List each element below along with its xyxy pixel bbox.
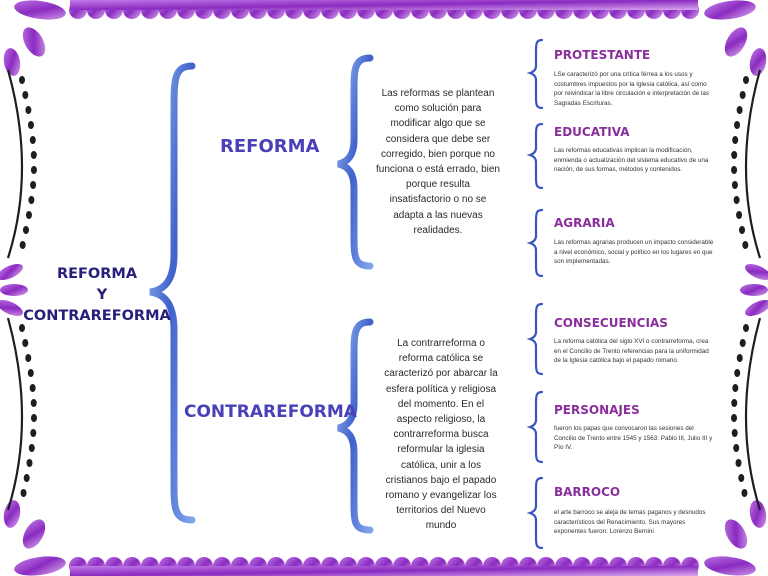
side-border-dots <box>19 76 749 497</box>
side-dot <box>27 369 34 377</box>
side-dot <box>22 91 29 99</box>
side-dot <box>19 76 25 84</box>
side-dot <box>733 196 740 204</box>
subtopic-text-consecuencias: La reforma católica del siglo XVI o cont… <box>554 338 709 365</box>
subtopic-title-agraria: AGRARIA <box>554 216 615 230</box>
subtopic-text-educativa: Las reformas educativas implican la modi… <box>554 147 709 174</box>
side-dot <box>30 151 37 159</box>
side-dot <box>30 181 37 189</box>
side-dot <box>733 444 740 452</box>
side-dot <box>739 91 746 99</box>
side-dot <box>26 459 33 467</box>
subtopic-title-consecuencias: CONSECUENCIAS <box>554 316 668 330</box>
side-dot <box>28 196 35 204</box>
bottom-border <box>69 557 699 576</box>
subtopic-text-agraria: Las reformas agrarias producen un impact… <box>554 239 714 266</box>
side-dot <box>27 121 34 129</box>
top-band <box>70 0 698 10</box>
subtopic-text-protestante: LSe caracterizó por una crítica férrea a… <box>554 71 710 107</box>
subtopic-text-personajes: fueron los papas que convocaron las sesi… <box>554 425 713 452</box>
side-dot <box>20 489 27 497</box>
corner-petals-top-right <box>704 0 767 76</box>
side-dot <box>731 399 738 407</box>
bottom-band <box>70 566 698 576</box>
side-petals-left <box>0 263 28 317</box>
top-border <box>69 0 699 19</box>
side-dot <box>22 226 29 234</box>
side-dot <box>735 459 742 467</box>
main-brace <box>149 62 196 524</box>
side-dot <box>30 429 37 437</box>
branch-description-reforma: Las reformas se plantean como solución p… <box>376 88 500 236</box>
reforma-brace <box>337 54 374 270</box>
subtopic-title-educativa: EDUCATIVA <box>554 125 630 139</box>
subtopic-title-personajes: PERSONAJES <box>554 403 640 417</box>
side-dot <box>731 166 738 174</box>
side-petals-right <box>740 263 768 317</box>
side-dot <box>736 106 743 114</box>
branch-description-contrareforma: La contrarreforma o reforma católica se … <box>384 338 498 532</box>
left-side-border <box>6 69 24 511</box>
contrareforma-brace <box>337 318 374 534</box>
branch-title-contrareforma: CONTRAREFORMA <box>184 402 357 422</box>
side-dot <box>25 106 32 114</box>
side-dot <box>732 384 739 392</box>
side-dot <box>29 136 36 144</box>
side-dot <box>30 166 37 174</box>
side-dot <box>743 324 749 332</box>
side-dot <box>19 324 25 332</box>
side-dot <box>734 121 741 129</box>
side-dot <box>29 384 36 392</box>
corner-petals-bottom-right <box>704 500 767 576</box>
subtopic-title-protestante: PROTESTANTE <box>554 48 651 62</box>
side-dot <box>28 444 35 452</box>
corner-petals-bottom-left <box>3 500 66 576</box>
side-dot <box>731 181 738 189</box>
side-dot <box>23 474 30 482</box>
main-title-line-1: REFORMA <box>56 266 138 282</box>
side-dot <box>738 474 745 482</box>
side-dot <box>736 354 743 362</box>
side-dot <box>739 226 746 234</box>
side-dot <box>30 414 37 422</box>
side-dot <box>25 354 32 362</box>
subtopic-title-barroco: BARROCO <box>554 485 621 499</box>
subtopic-text-barroco: el arte barroco se aleja de temas pagano… <box>554 509 706 536</box>
side-dot <box>731 151 738 159</box>
side-dot <box>22 339 29 347</box>
branch-title-reforma: REFORMA <box>220 136 320 157</box>
side-dot <box>736 211 743 219</box>
side-dot <box>743 76 749 84</box>
side-dot <box>19 241 26 249</box>
side-dot <box>30 399 37 407</box>
side-dot <box>739 339 746 347</box>
side-dot <box>25 211 32 219</box>
side-dot <box>734 369 741 377</box>
subtopic-braces <box>526 38 544 550</box>
main-title-line-3: CONTRAREFORMA <box>23 308 171 324</box>
corner-petals-top-left <box>3 0 66 76</box>
side-dot <box>741 489 748 497</box>
side-dot <box>742 241 749 249</box>
side-dot <box>731 414 738 422</box>
right-side-border <box>744 69 762 511</box>
side-dot <box>732 136 739 144</box>
side-dot <box>731 429 738 437</box>
main-title-line-2: Y <box>96 287 108 303</box>
main-title: REFORMA Y CONTRAREFORMA <box>22 264 172 327</box>
